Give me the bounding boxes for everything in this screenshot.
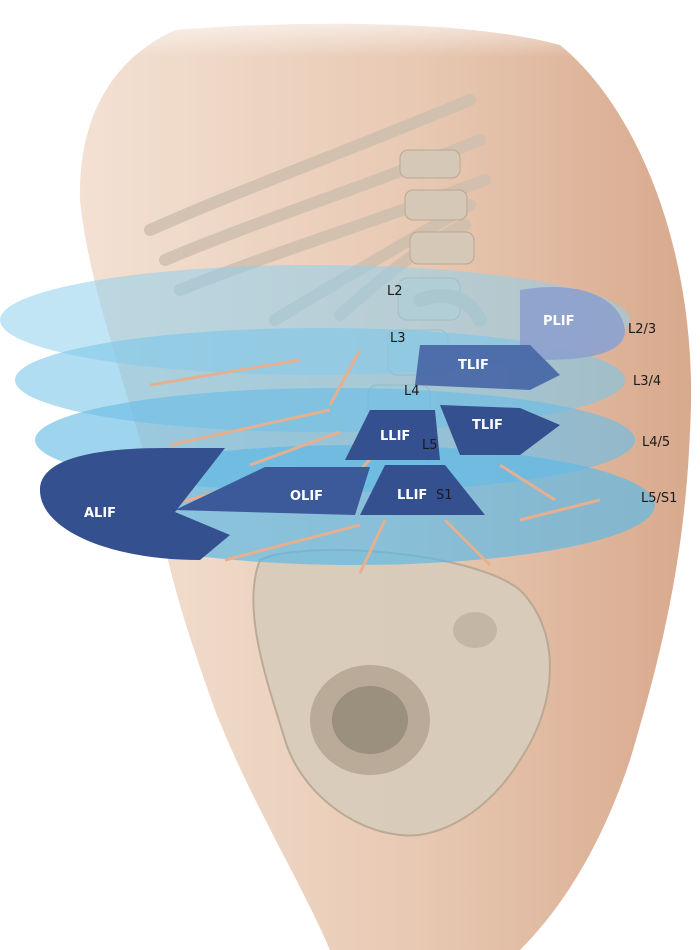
wedge-tlif-lower: [440, 405, 560, 455]
level-l4-5: L4/5: [642, 435, 670, 450]
vertebra-l3: L3: [390, 331, 406, 346]
wedge-llif-upper: [345, 410, 440, 460]
label-llif-lower: LLIF: [397, 488, 427, 503]
vertebra-l2: L2: [387, 284, 403, 299]
wedge-tlif-upper: [415, 345, 560, 390]
wedge-alif: [40, 448, 230, 560]
label-plif: PLIF: [543, 314, 575, 329]
wedge-llif-lower: [360, 465, 485, 515]
label-olif: OLIF: [290, 489, 323, 504]
label-tlif-lower: TLIF: [472, 418, 503, 433]
level-l5-s1: L5/S1: [641, 491, 677, 506]
wedge-olif: [175, 467, 370, 515]
vertebra-s1: S1: [436, 488, 453, 503]
label-llif-upper: LLIF: [380, 429, 410, 444]
pelvis: [252, 549, 551, 837]
wedge-plif: [520, 286, 625, 360]
label-alif: ALIF: [84, 506, 116, 521]
vertebra-l5: L5: [422, 438, 438, 453]
vertebra-l4: L4: [404, 384, 420, 399]
approach-wedges: [40, 286, 625, 560]
label-tlif-upper: TLIF: [458, 358, 489, 373]
level-l3-4: L3/4: [633, 374, 661, 389]
level-l2-3: L2/3: [628, 322, 656, 337]
